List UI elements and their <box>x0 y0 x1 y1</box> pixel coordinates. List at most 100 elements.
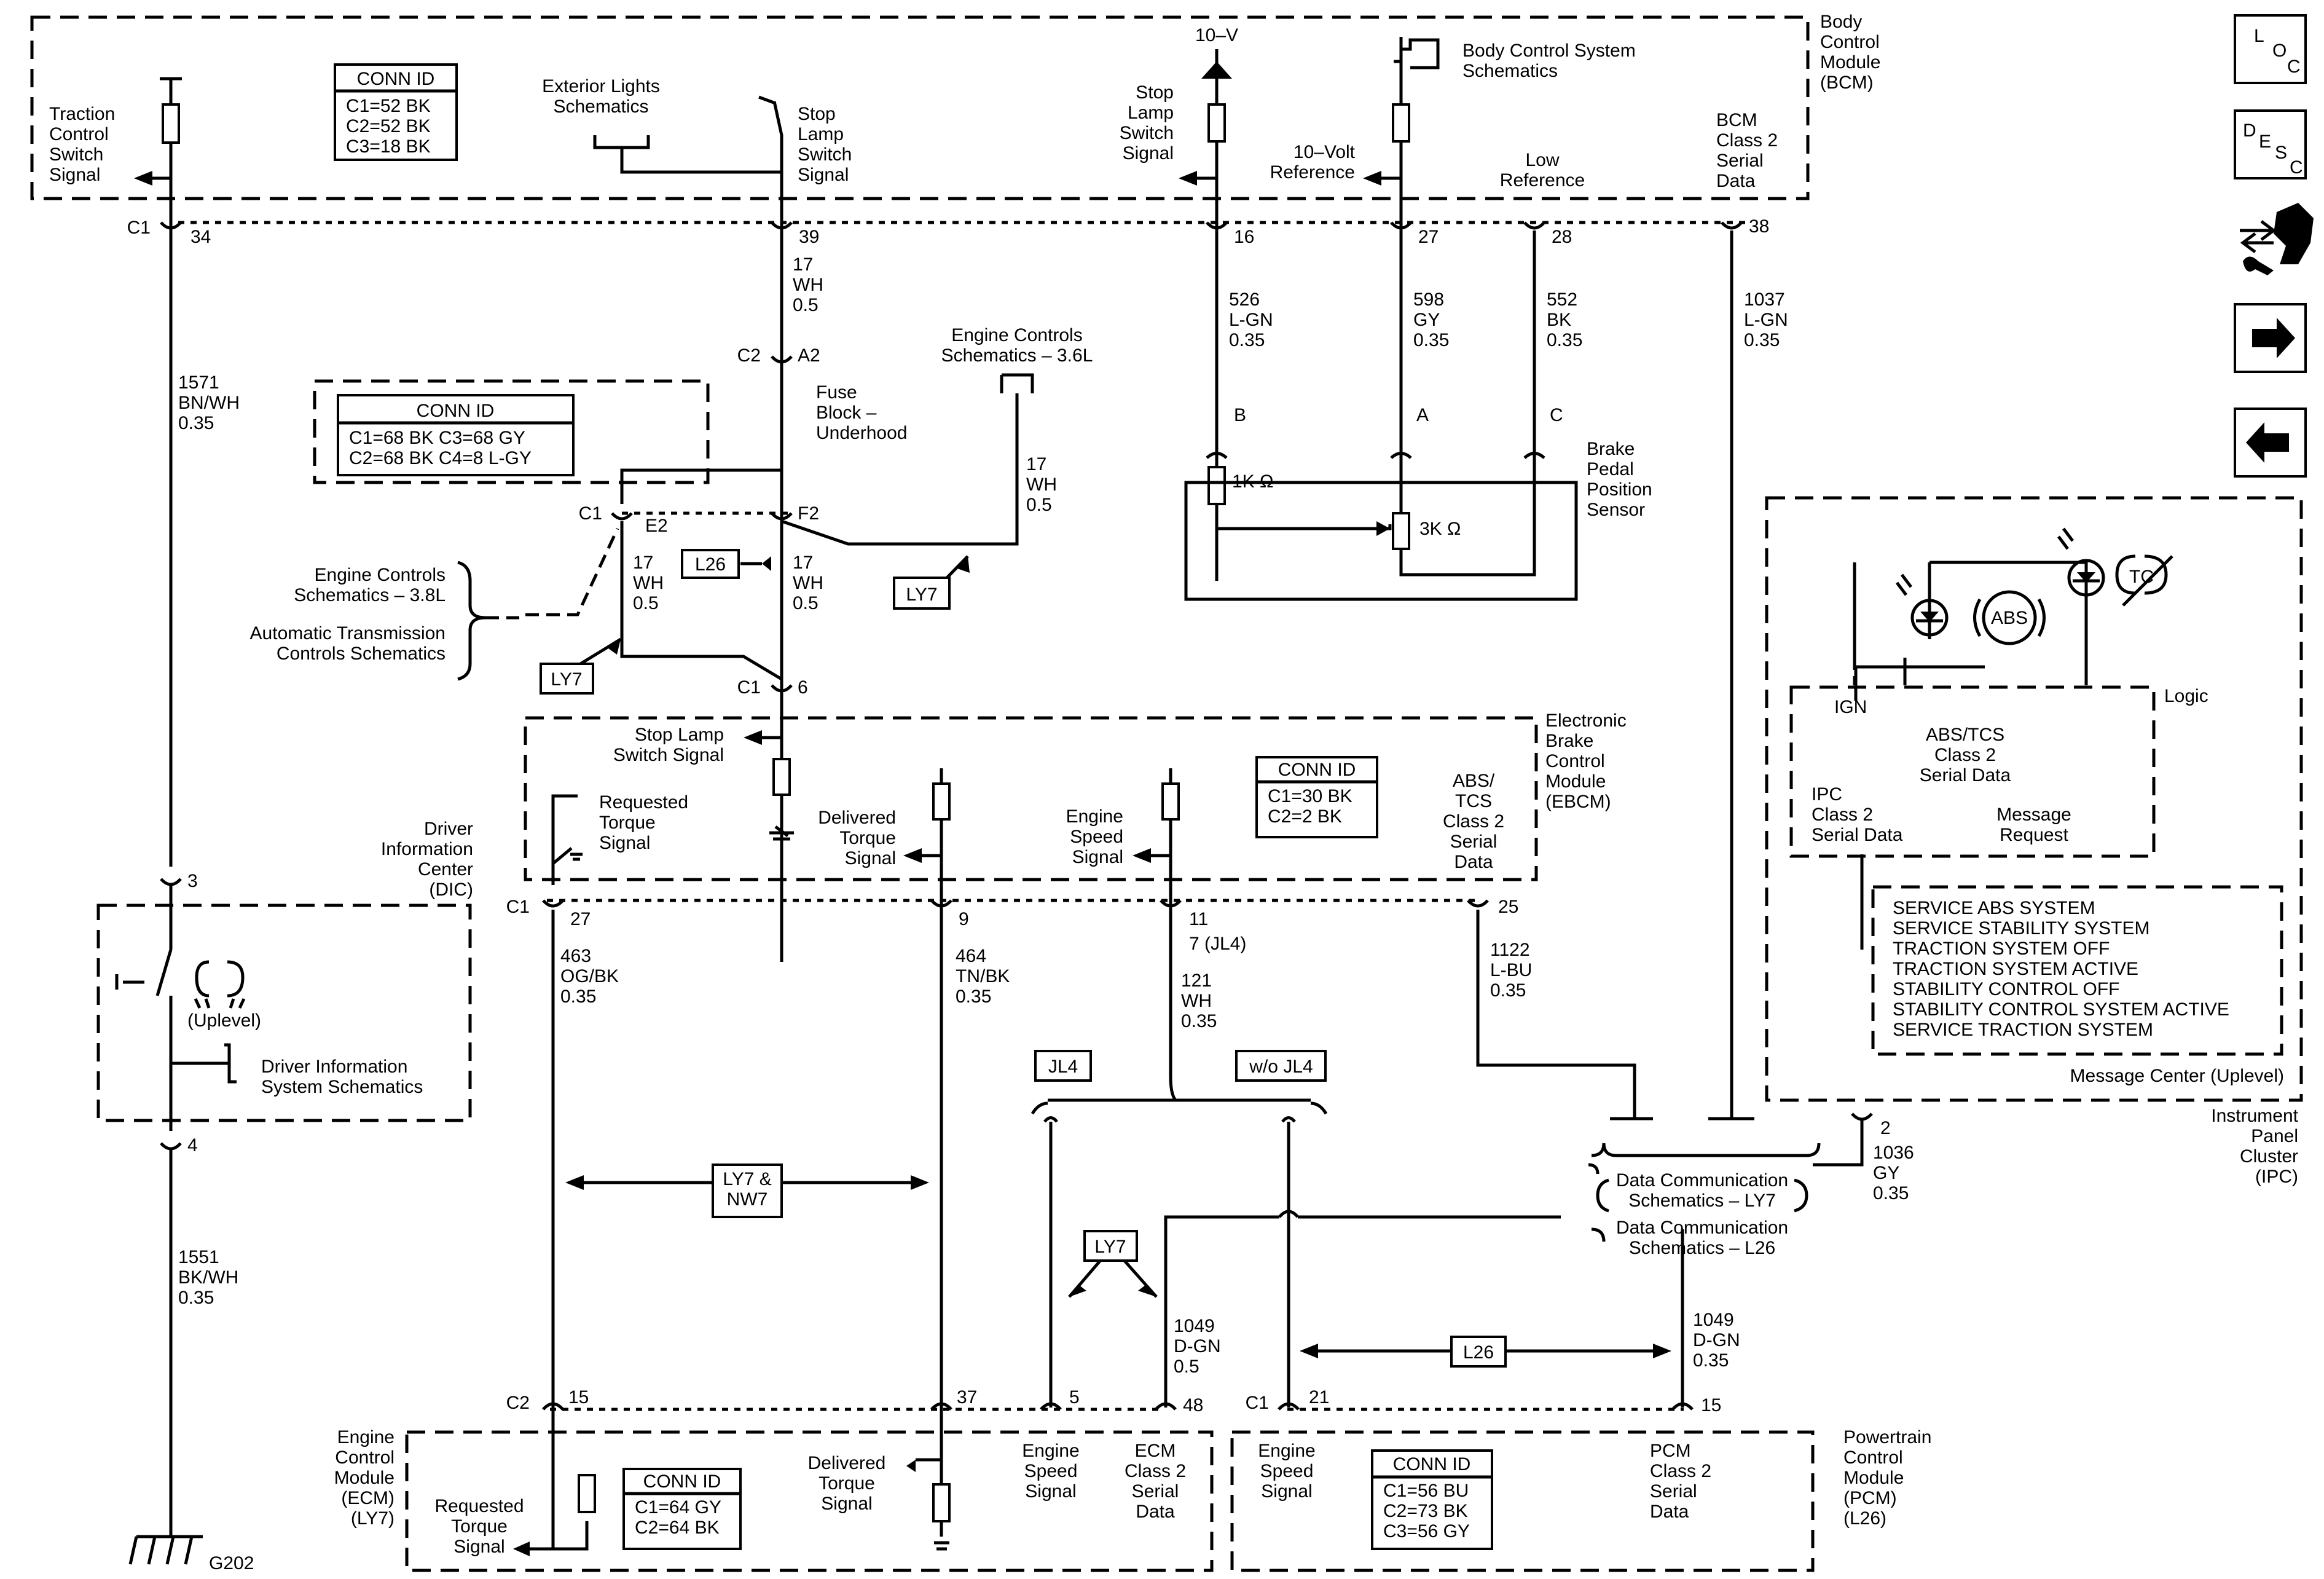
pin-p3-17: 3 <box>187 871 198 891</box>
bpps-1k-path <box>1215 501 1392 581</box>
wire-1036 <box>1813 854 1864 1167</box>
data-comm-edges <box>1588 1163 1606 1242</box>
wire-fuse-e2 <box>620 468 782 504</box>
ipc-outline <box>1765 496 2303 1102</box>
pin-c1-0: C1 <box>127 218 151 238</box>
pin-p39-2: 39 <box>799 227 819 247</box>
resistors <box>162 103 1410 1522</box>
component-locator-icon[interactable] <box>2240 203 2314 275</box>
pin-p4-18: 4 <box>187 1135 198 1156</box>
tag-pointers <box>559 555 1158 1298</box>
label-msg-center: Message Center (Uplevel) <box>2070 1066 2284 1086</box>
loc-letter-0: L <box>2254 26 2264 46</box>
label-ign: IGN <box>1834 697 1867 717</box>
wire-1122 <box>1476 910 1636 1119</box>
pin-p15b-33: 15 <box>1701 1395 1721 1416</box>
tag-ly7b: LY7 <box>551 669 582 690</box>
pin-e2-10: E2 <box>645 516 668 536</box>
eng-ctrl-38-dash <box>485 527 619 620</box>
bcm-conn-id-header: CONN ID <box>357 69 435 89</box>
label-ten-v: 10–V <box>1195 25 1238 45</box>
eng-ctrl-36-bracket <box>1000 373 1034 393</box>
ecm-req-torque-lead <box>522 1408 555 1551</box>
bcm-outline <box>30 15 1810 200</box>
pin-p48-30: 48 <box>1183 1395 1203 1416</box>
ext-lights-bracket <box>593 135 782 174</box>
desc-button[interactable] <box>2234 109 2307 179</box>
pin-c1-19: C1 <box>506 897 530 917</box>
tag-ly7a: LY7 <box>906 585 937 605</box>
desc-letter-2: S <box>2275 143 2287 163</box>
nav-buttons <box>2234 14 2314 478</box>
jl4-brace <box>1030 1076 1328 1115</box>
pin-p34-1: 34 <box>190 227 211 247</box>
pin-f2-11: F2 <box>798 503 819 524</box>
wire-crossing <box>1278 1210 1299 1218</box>
dic-tc-icon <box>194 960 246 1009</box>
label-res-1k: 1K Ω <box>1232 471 1273 492</box>
pin-p38-6: 38 <box>1749 216 1769 237</box>
car-body-icon <box>2274 203 2314 264</box>
arrow-left-icon <box>2246 422 2289 463</box>
pcm-outline <box>1230 1430 1815 1572</box>
data-comm-brace <box>1591 1143 1821 1157</box>
tag-wojl4: w/o JL4 <box>1249 1057 1313 1077</box>
desc-letter-1: E <box>2259 132 2271 152</box>
pin-p9-21: 9 <box>959 909 969 929</box>
wire-1049a <box>1164 1215 1561 1408</box>
pin-p11-22: 11 <box>1189 909 1208 929</box>
loc-letter-1: O <box>2272 41 2287 61</box>
pin-p15-27: 15 <box>568 1387 589 1408</box>
swap-arrows-icon <box>2240 220 2277 253</box>
label-ground: G202 <box>209 1553 254 1573</box>
pcm-conn-id-header: CONN ID <box>1393 1454 1471 1475</box>
bpps-3k-path <box>1399 473 1536 577</box>
wire-17-ly7 <box>781 393 1019 546</box>
tag-l26b: L26 <box>1463 1342 1494 1363</box>
signal-arrows <box>134 61 1671 1556</box>
pin-c1-9: C1 <box>579 503 602 524</box>
dic-tc-switch <box>115 949 173 1026</box>
tag-jl4: JL4 <box>1048 1057 1078 1077</box>
loc-letter-2: C <box>2287 57 2301 77</box>
pin-pA-15: A <box>1416 405 1429 425</box>
pin-c2-7: C2 <box>737 345 761 366</box>
pin-pC-16: C <box>1550 405 1563 425</box>
label-logic: Logic <box>2164 686 2208 706</box>
loc-button[interactable] <box>2234 14 2307 84</box>
